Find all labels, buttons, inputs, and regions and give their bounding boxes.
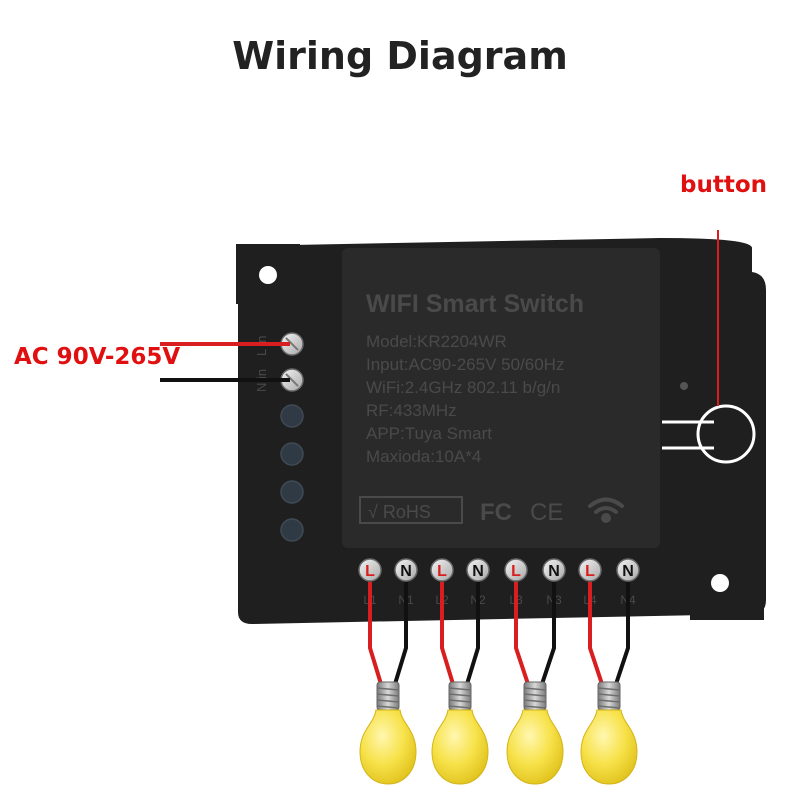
input-terminal-block: L in N in xyxy=(254,332,304,542)
rohs-badge xyxy=(359,496,463,524)
status-led xyxy=(680,382,688,390)
mounting-hole-left xyxy=(259,266,277,284)
terminal-mark: L xyxy=(365,563,375,580)
terminal-mark: L xyxy=(511,563,521,580)
light-bulb xyxy=(506,582,564,785)
light-bulb xyxy=(359,582,417,785)
terminal-slot xyxy=(280,480,304,504)
light-bulb xyxy=(431,582,489,785)
output-terminal: LL3 xyxy=(504,558,528,607)
neutral-load-wire xyxy=(465,582,480,685)
terminal-slot xyxy=(280,404,304,428)
live-load-wire xyxy=(440,582,455,685)
spec-line: Input:AC90-265V 50/60Hz xyxy=(366,355,564,374)
terminal-n-in xyxy=(280,368,304,392)
neutral-load-wire xyxy=(393,582,408,685)
terminal-mark: L xyxy=(585,563,595,580)
button-annotation: button xyxy=(680,172,768,198)
switch-module: WIFI Smart Switch Model:KR2204WR Input:AC… xyxy=(236,230,766,624)
neutral-load-wire xyxy=(540,582,556,685)
spec-line: APP:Tuya Smart xyxy=(366,424,492,443)
light-bulb xyxy=(580,582,638,785)
unused-terminal-slots xyxy=(280,404,304,542)
page-title: Wiring Diagram xyxy=(232,34,568,78)
live-load-wire xyxy=(368,582,383,685)
terminal-screw xyxy=(280,368,304,392)
terminal-mark: N xyxy=(548,563,560,580)
spec-line: WiFi:2.4GHz 802.11 b/g/n xyxy=(366,378,560,397)
terminal-mark: L xyxy=(437,563,447,580)
mounting-tab-right xyxy=(690,560,764,620)
ac-supply-wires xyxy=(160,342,290,382)
terminal-slot xyxy=(280,442,304,466)
spec-list: Model:KR2204WR Input:AC90-265V 50/60HzWiF… xyxy=(366,332,564,466)
rohs-mark: √ RoHS xyxy=(368,502,431,522)
spec-line: RF:433MHz xyxy=(366,401,457,420)
mounting-hole-right xyxy=(711,574,729,592)
neutral-load-wire xyxy=(614,582,630,685)
ce-mark: CE xyxy=(530,499,563,526)
certification-marks: √ RoHS FC CE xyxy=(359,496,624,526)
bulb-glass xyxy=(580,709,638,785)
terminal-mark: N xyxy=(472,563,484,580)
load-bulbs xyxy=(359,582,638,785)
live-load-wire xyxy=(588,582,604,685)
label-panel xyxy=(342,248,660,548)
fcc-mark: FC xyxy=(480,499,512,526)
device-name: WIFI Smart Switch xyxy=(366,290,584,318)
bulb-glass xyxy=(431,709,489,785)
live-load-wire xyxy=(514,582,530,685)
terminal-mark: N xyxy=(400,563,412,580)
output-terminal: NN4 xyxy=(616,558,640,607)
wifi-icon xyxy=(588,497,624,523)
spec-line: Model:KR2204WR xyxy=(366,332,507,351)
spec-line: Maxioda:10A*4 xyxy=(366,447,481,466)
power-input-annotation: AC 90V-265V xyxy=(14,344,181,370)
terminal-mark: N xyxy=(622,563,634,580)
bulb-glass xyxy=(506,709,564,785)
terminal-slot xyxy=(280,518,304,542)
bulb-glass xyxy=(359,709,417,785)
pairing-button[interactable] xyxy=(662,230,756,464)
